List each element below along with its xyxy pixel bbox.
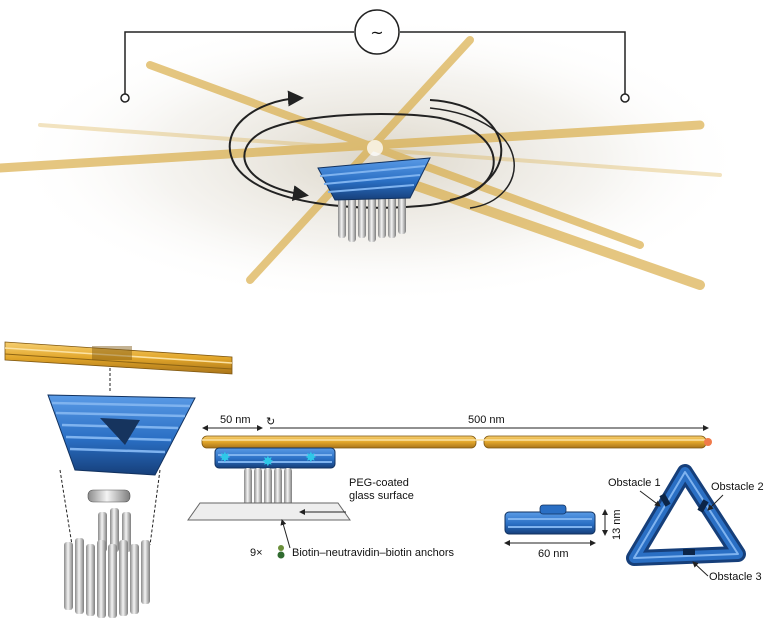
anchor-icon <box>277 545 285 559</box>
obstacle-2-label: Obstacle 2 <box>711 481 764 493</box>
electrode-terminal-left <box>120 93 130 103</box>
obstacle-3-marker <box>683 549 695 555</box>
anchor-label: Biotin–neutravidin–biotin anchors <box>292 547 455 559</box>
gold-arm-side <box>201 435 712 449</box>
obstacle-3-label: Obstacle 3 <box>709 571 762 583</box>
rotor-hub <box>367 140 383 156</box>
ac-source-icon <box>354 9 400 55</box>
motor-center <box>317 140 431 242</box>
grey-base-exploded <box>64 489 150 618</box>
exploded-view <box>4 341 233 618</box>
ac-circuit <box>120 9 630 103</box>
blue-triangle-platform <box>317 157 431 201</box>
anchor-count: 9× <box>250 547 263 559</box>
surface-label-line-2: glass surface <box>349 490 414 502</box>
fluorophore-icon: ✸ <box>219 449 231 465</box>
fluorophore-icon: ✸ <box>262 453 274 469</box>
obstacle-1-label: Obstacle 1 <box>608 477 661 489</box>
dim-500nm-label: 500 nm <box>468 414 505 426</box>
base-dimension-view: 60 nm 13 nm <box>504 504 623 560</box>
anchor-pointer <box>280 519 291 549</box>
side-view: 50 nm ↻ 500 nm ✸ ✸ ✸ <box>187 414 712 559</box>
top-panel: ~ <box>0 9 750 305</box>
obstacle-2-marker <box>697 499 709 513</box>
rotation-marker-icon: ↻ <box>266 416 275 428</box>
obstacle-3-pointer <box>692 561 709 577</box>
grey-base-bundle <box>338 190 406 242</box>
blue-triangle-exploded <box>47 394 196 476</box>
dim-50nm-label: 50 nm <box>220 414 251 426</box>
gold-arm-exploded <box>4 341 233 375</box>
obstacle-2-pointer <box>707 494 724 511</box>
ac-source-symbol: ~ <box>370 23 383 42</box>
triangle-obstacles-view: Obstacle 1 Obstacle 2 Obstacle 3 <box>608 464 764 583</box>
exploded-guides-bottom <box>59 469 161 546</box>
fluorophore-icon: ✸ <box>305 449 317 465</box>
obstacle-1-pointer <box>639 490 661 507</box>
obstacle-1-marker <box>659 493 671 507</box>
blue-platform-side: ✸ ✸ ✸ <box>214 447 336 469</box>
electrode-terminal-right <box>620 93 630 103</box>
arm-tip-marker <box>704 438 712 446</box>
dim-60nm-label: 60 nm <box>538 548 569 560</box>
glass-surface <box>187 502 351 521</box>
dim-13nm-label: 13 nm <box>611 509 623 540</box>
surface-label-line-1: PEG-coated <box>349 477 409 489</box>
